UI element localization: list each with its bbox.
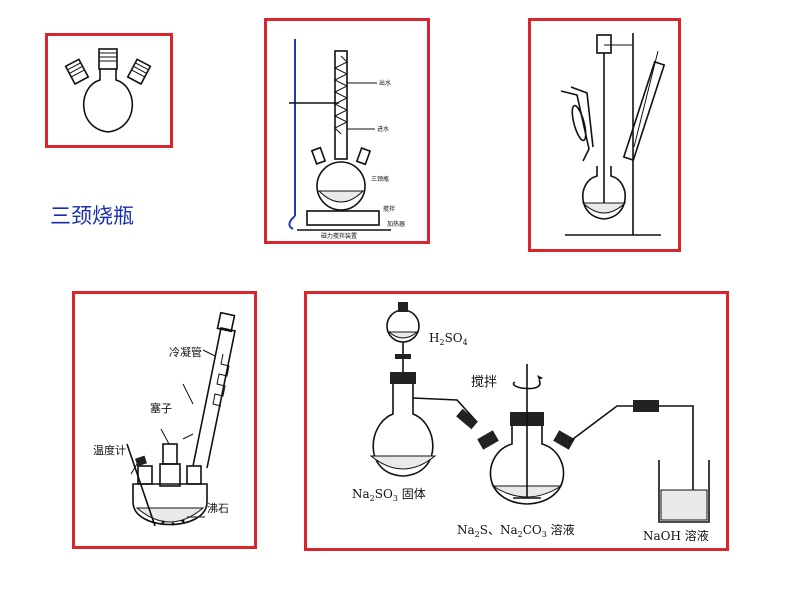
label-flask: 三颈瓶	[371, 175, 389, 183]
panel-three-neck-flask	[45, 33, 173, 148]
flask-body	[64, 48, 152, 133]
panel-reflux-setup: 冷凝管 塞子 温度计 沸石	[72, 291, 257, 549]
label-water-in: 进水	[377, 125, 389, 133]
panel-mechanical-stirring-setup	[528, 18, 681, 252]
label-boiling-chips: 沸石	[207, 502, 229, 515]
label-stir: 搅拌	[471, 374, 497, 390]
label-heater: 加热器	[387, 220, 405, 228]
gas-apparatus-drawing: H2SO4 搅拌 Na2SO3 固体 Na2S、Na2CO3 溶液 NaOH 溶…	[352, 302, 710, 543]
label-sulfuric-acid: H2SO4	[429, 331, 468, 347]
mechanical-stirring-drawing	[560, 33, 666, 236]
label-stopper: 塞子	[150, 401, 172, 415]
label-sulfide-carbonate: Na2S、Na2CO3 溶液	[457, 522, 575, 539]
label-sodium-sulfite: Na2SO3 固体	[352, 487, 426, 503]
label-naoh: NaOH 溶液	[643, 528, 709, 543]
setup-footer: 磁力搅拌装置	[321, 232, 357, 240]
label-water-out: 出水	[379, 79, 391, 87]
three-neck-flask-drawing	[64, 48, 152, 133]
reflux-drawing: 冷凝管 塞子 温度计 沸石	[93, 311, 236, 527]
panel-gas-apparatus: H2SO4 搅拌 Na2SO3 固体 Na2S、Na2CO3 溶液 NaOH 溶…	[304, 291, 729, 551]
panel-magnetic-stirring-setup: 出水 进水 三颈瓶 搅拌 加热器 磁力搅拌装置	[264, 18, 430, 244]
label-condenser: 冷凝管	[169, 345, 202, 359]
flask-caption: 三颈烧瓶	[50, 204, 134, 228]
label-thermometer: 温度计	[93, 443, 126, 457]
magnetic-stirring-drawing: 出水 进水 三颈瓶 搅拌 加热器 磁力搅拌装置	[288, 39, 405, 240]
label-stir: 搅拌	[383, 205, 395, 213]
